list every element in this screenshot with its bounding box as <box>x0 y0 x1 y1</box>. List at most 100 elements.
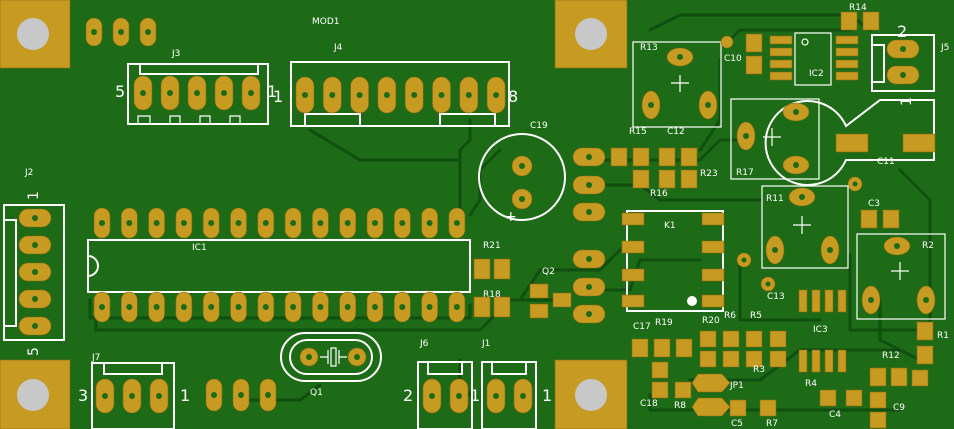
j3-pin1-label: 1 <box>267 82 277 101</box>
capacitor-c3[interactable]: C3 <box>860 199 900 229</box>
ic2-soic[interactable]: IC2 <box>769 32 859 86</box>
resistor-r12[interactable]: R12 <box>869 351 929 387</box>
r16-label: R16 <box>650 189 668 199</box>
trimmer-r13[interactable]: R13 R15 C12 <box>629 41 722 137</box>
trimmer-r17[interactable]: R17 <box>730 98 820 180</box>
q1-label: Q1 <box>310 388 323 398</box>
mounting-hole-bottom-right <box>554 359 628 429</box>
c13-label: C13 <box>767 292 785 302</box>
ic1-pad-top-drill <box>153 220 160 226</box>
r11-label: R11 <box>766 194 784 204</box>
ic1-pad-bottom-drill <box>180 304 187 310</box>
ic1-pad-top-drill <box>99 220 105 226</box>
ic1-pad-top-drill <box>290 220 297 226</box>
connector-j4[interactable]: J4 1 8 <box>273 43 518 127</box>
j4-pad-drill <box>438 92 445 98</box>
r8-label: R8 <box>674 401 686 411</box>
ic1-pad-top-drill <box>453 220 460 226</box>
r2-label: R2 <box>922 241 934 251</box>
c17-label: C17 <box>633 322 651 332</box>
ic1-pad-top-drill <box>372 220 378 226</box>
ic1-pad-bottom-drill <box>290 304 297 310</box>
j7-ref-label: J7 <box>91 353 100 363</box>
r17-label: R17 <box>736 168 754 178</box>
capacitor-c10[interactable]: C10 <box>720 33 763 75</box>
ic1-pad-bottom-drill <box>426 304 433 310</box>
connector-j1[interactable]: J1 1 <box>481 339 552 429</box>
j4-pin8-label: 8 <box>508 87 518 106</box>
ic3-soic[interactable]: IC3 <box>798 289 847 373</box>
ic1-pad-bottom-drill <box>99 304 105 310</box>
j2-pin1-label: 1 <box>26 191 42 200</box>
ic1-ref-label: IC1 <box>192 243 207 253</box>
jumper-jp1[interactable]: JP1 <box>691 373 744 417</box>
resistor-r21[interactable]: R21 <box>473 241 511 280</box>
j6-ref-label: J6 <box>419 339 429 349</box>
mounting-hole-top-right <box>554 0 628 69</box>
resistor-r14[interactable]: R14 <box>840 3 880 31</box>
ic1-pad-top-drill <box>235 220 242 226</box>
trimmer-r2[interactable]: R2 <box>856 233 946 320</box>
relay-k1[interactable]: K1 R19 R20 C17 <box>621 210 725 332</box>
j1-pin1-label: 1 <box>542 386 552 405</box>
j3-ref-label: J3 <box>171 49 180 59</box>
r7-label: R7 <box>766 419 778 429</box>
resistor-r16[interactable]: R16 <box>610 147 668 199</box>
ic1-pad-bottom-drill <box>344 304 351 310</box>
c5-label: C5 <box>731 419 743 429</box>
resistor-r18[interactable]: R18 <box>473 290 511 318</box>
ic1-pad-top-drill <box>262 220 269 226</box>
k1-label: K1 <box>664 221 676 231</box>
crystal-q1[interactable]: Q1 <box>280 332 382 398</box>
resistor-r1[interactable]: R1 <box>916 321 949 365</box>
j2-pin5-label: 5 <box>26 347 42 356</box>
ic1-pad-bottom-drill <box>399 304 406 310</box>
ic1-pad-bottom-drill <box>208 304 215 310</box>
ic1-pad-top-drill <box>426 220 433 226</box>
r21-label: R21 <box>483 241 501 251</box>
ic1-pad-top-drill <box>344 220 351 226</box>
ic1-pad-top-drill <box>208 220 215 226</box>
mod1-label: MOD1 <box>312 17 340 27</box>
c19-polarity-mark: + <box>505 209 517 225</box>
capacitor-c19[interactable]: C19 + <box>478 121 566 225</box>
passives-cluster[interactable]: R6 R5 R3 R4 C18 R8 C5 R7 C4 C9 <box>631 311 905 429</box>
j6-pin1-label: 1 <box>470 386 480 405</box>
c4-label: C4 <box>829 410 841 420</box>
connector-j7[interactable]: J7 3 1 <box>78 353 190 429</box>
ic1-pad-bottom-drill <box>235 304 242 310</box>
ic1-pad-top-drill <box>180 220 187 226</box>
r12-label: R12 <box>882 351 900 361</box>
bottom-header-pads <box>205 378 277 412</box>
j2-ref-label: J2 <box>24 168 33 178</box>
capacitor-c11[interactable]: C11 <box>764 99 936 186</box>
ic1-dip[interactable]: IC1 <box>87 207 471 323</box>
r14-label: R14 <box>849 3 867 13</box>
r19-label: R19 <box>655 318 673 328</box>
connector-j2[interactable]: J2 1 5 <box>3 168 65 356</box>
r6-label: R6 <box>724 311 736 321</box>
c18-label: C18 <box>640 399 658 409</box>
connector-j5[interactable]: J5 2 1 <box>871 22 949 106</box>
jp1-label: JP1 <box>729 381 744 391</box>
j4-pad-drill <box>493 92 500 98</box>
r23-label: R23 <box>700 169 718 179</box>
j4-pad-drill <box>411 92 418 98</box>
j3-pin5-label: 5 <box>115 82 125 101</box>
trimmer-r11[interactable]: R11 <box>761 185 849 269</box>
connector-j6[interactable]: J6 2 1 <box>403 339 480 429</box>
c11-label: C11 <box>877 157 895 167</box>
ic1-pad-bottom-drill <box>153 304 160 310</box>
resistor-r23[interactable]: R23 <box>658 147 718 189</box>
mounting-hole-bottom-left <box>0 359 71 429</box>
j4-pad-drill <box>465 92 472 98</box>
j5-ref-label: J5 <box>940 43 949 53</box>
transistor-q2[interactable]: Q2 <box>529 267 572 319</box>
j7-pin1-label: 1 <box>180 386 190 405</box>
ic1-pad-bottom-drill <box>126 304 133 310</box>
ic1-pad-top-drill <box>317 220 324 226</box>
connector-j3[interactable]: J3 5 1 <box>115 49 277 125</box>
c12-label: C12 <box>667 127 685 137</box>
r5-label: R5 <box>750 311 762 321</box>
